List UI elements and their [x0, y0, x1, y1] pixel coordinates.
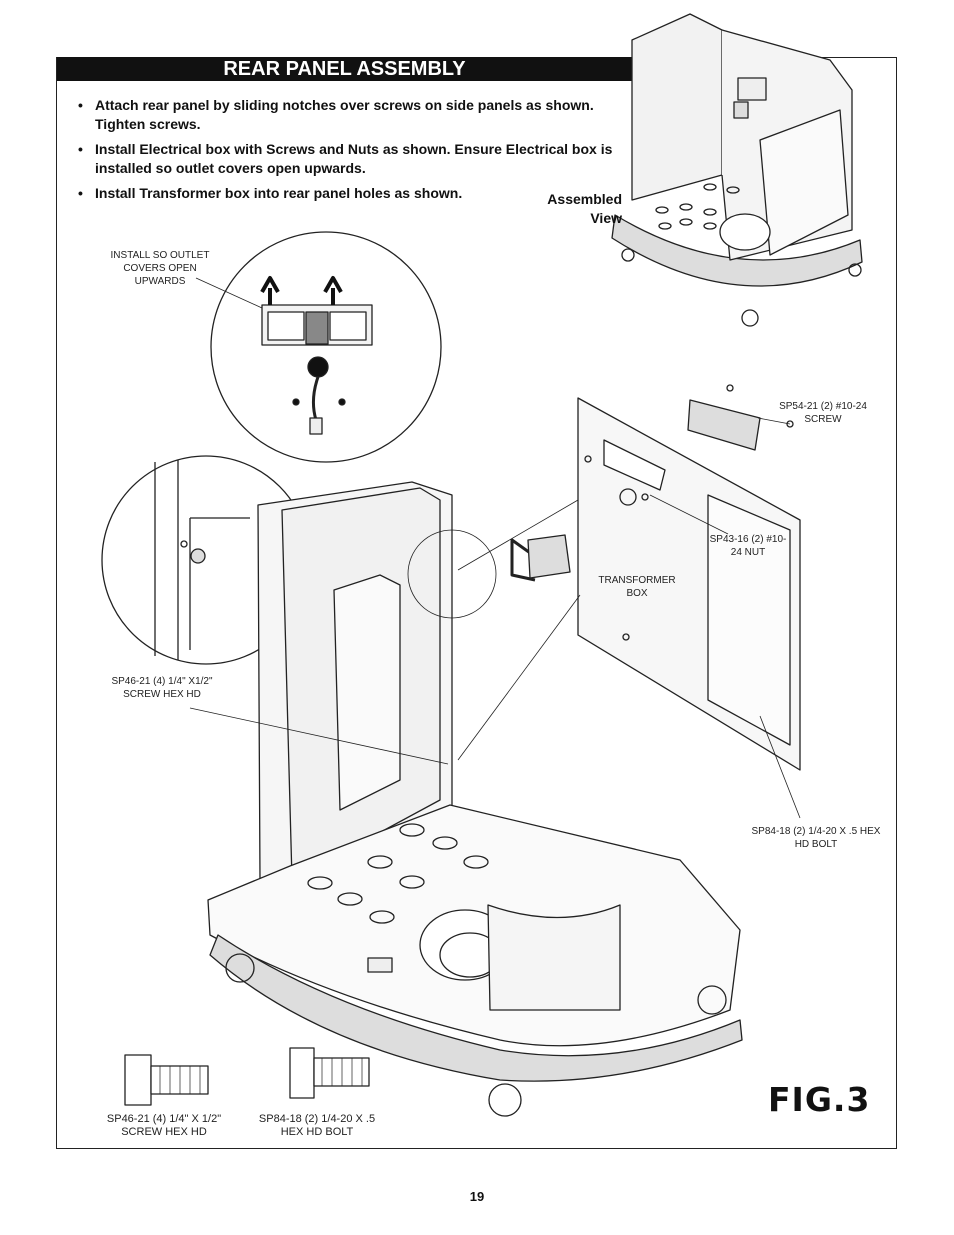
figure-label: FIG.3 [768, 1080, 871, 1119]
leader-lines [189, 417, 801, 819]
sp84-key-label: SP84-18 (2) 1/4-20 X .5 HEX HD BOLT [258, 1113, 376, 1138]
hardware-drawings [124, 1047, 370, 1106]
assembled-view-label: Assembled View [547, 191, 622, 226]
outlet-note-label: INSTALL SO OUTLET COVERS OPEN UPWARDS [110, 250, 210, 287]
instruction-1: Attach rear panel by sliding notches ove… [78, 96, 618, 134]
instruction-2: Install Electrical box with Screws and N… [78, 140, 618, 178]
rear-panel-drawing [510, 384, 801, 771]
page-number: 19 [469, 1189, 485, 1204]
instruction-list: Attach rear panel by sliding notches ove… [78, 96, 618, 209]
base-drawing [207, 804, 743, 1117]
instruction-3: Install Transformer box into rear panel … [78, 184, 618, 203]
sp43-label: SP43-16 (2) #10-24 NUT [709, 534, 787, 558]
sp46-callout-label: SP46-21 (4) 1/4" X1/2" SCREW HEX HD [111, 676, 213, 700]
sp54-label: SP54-21 (2) #10-24 SCREW [779, 401, 867, 425]
outlet-detail-drawing [195, 231, 442, 463]
sp84-callout-label: SP84-18 (2) 1/4-20 X .5 HEX HD BOLT [751, 826, 881, 850]
sp46-key-label: SP46-21 (4) 1/4" X 1/2" SCREW HEX HD [106, 1113, 222, 1138]
side-panel-drawing [257, 481, 453, 901]
transformer-label: TRANSFORMER BOX [598, 575, 676, 599]
assembled-view-drawing [611, 13, 863, 327]
section-title: REAR PANEL ASSEMBLY [57, 57, 632, 81]
